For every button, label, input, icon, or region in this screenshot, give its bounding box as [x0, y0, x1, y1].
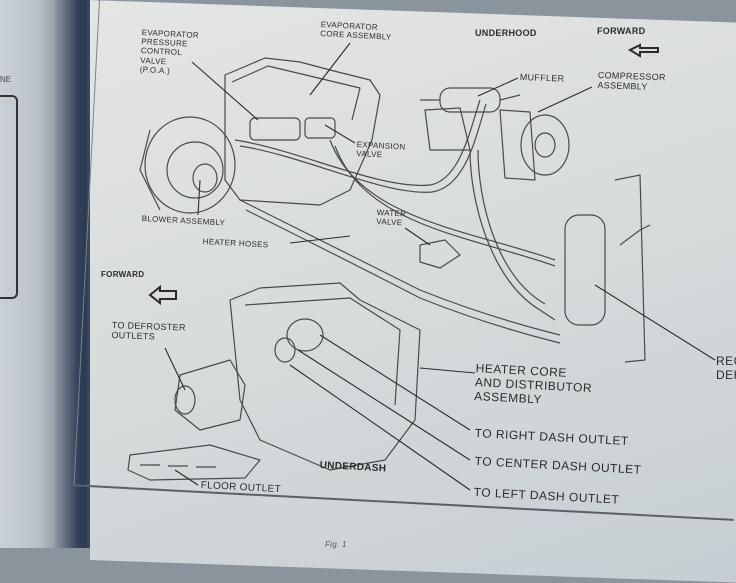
left-page: NE: [0, 0, 60, 548]
forward-arrow-top: [627, 43, 659, 58]
suction-line: [234, 99, 481, 187]
label-to-defroster-outlets: TO DEFROSTER OUTLETS: [111, 320, 186, 342]
diagram-artwork: [127, 42, 716, 491]
water-valve: [419, 239, 461, 269]
defroster-duct: [174, 359, 246, 431]
receiver-dehydrator: [564, 214, 606, 326]
label-forward-top: FORWARD: [597, 26, 646, 36]
heater-hose: [239, 199, 561, 336]
label-water-valve: WATER VALVE: [376, 208, 407, 228]
evaporator-housing: [224, 57, 381, 206]
floor-outlet-duct: [127, 444, 261, 481]
left-page-text-fragment: NE: [0, 75, 12, 84]
forward-arrow-left: [148, 284, 177, 306]
blower-housing: [144, 116, 236, 214]
label-compressor-assembly: COMPRESSOR ASSEMBLY: [597, 70, 666, 93]
label-muffler: MUFFLER: [519, 72, 565, 84]
poa-valve: [249, 117, 301, 141]
section-underhood: UNDERHOOD: [475, 28, 537, 38]
label-heater-core-distributor-assembly: HEATER CORE AND DISTRIBUTOR ASSEMBLY: [473, 361, 593, 407]
left-page-figure-frame: [0, 95, 18, 299]
figure-caption: Fig. 1: [325, 540, 347, 549]
label-expansion-valve: EXPANSION VALVE: [356, 140, 406, 160]
compressor-pulley: [520, 114, 570, 176]
label-evaporator-core-assembly: EVAPORATOR CORE ASSEMBLY: [320, 20, 392, 42]
label-receiver-dehydrator-partial: REC DEH: [716, 354, 736, 382]
label-forward-left: FORWARD: [101, 270, 145, 279]
heater-core-housing: [229, 282, 421, 471]
label-evaporator-pressure-control-valve: EVAPORATOR PRESSURE CONTROL VALVE (P.O.A…: [139, 28, 200, 76]
